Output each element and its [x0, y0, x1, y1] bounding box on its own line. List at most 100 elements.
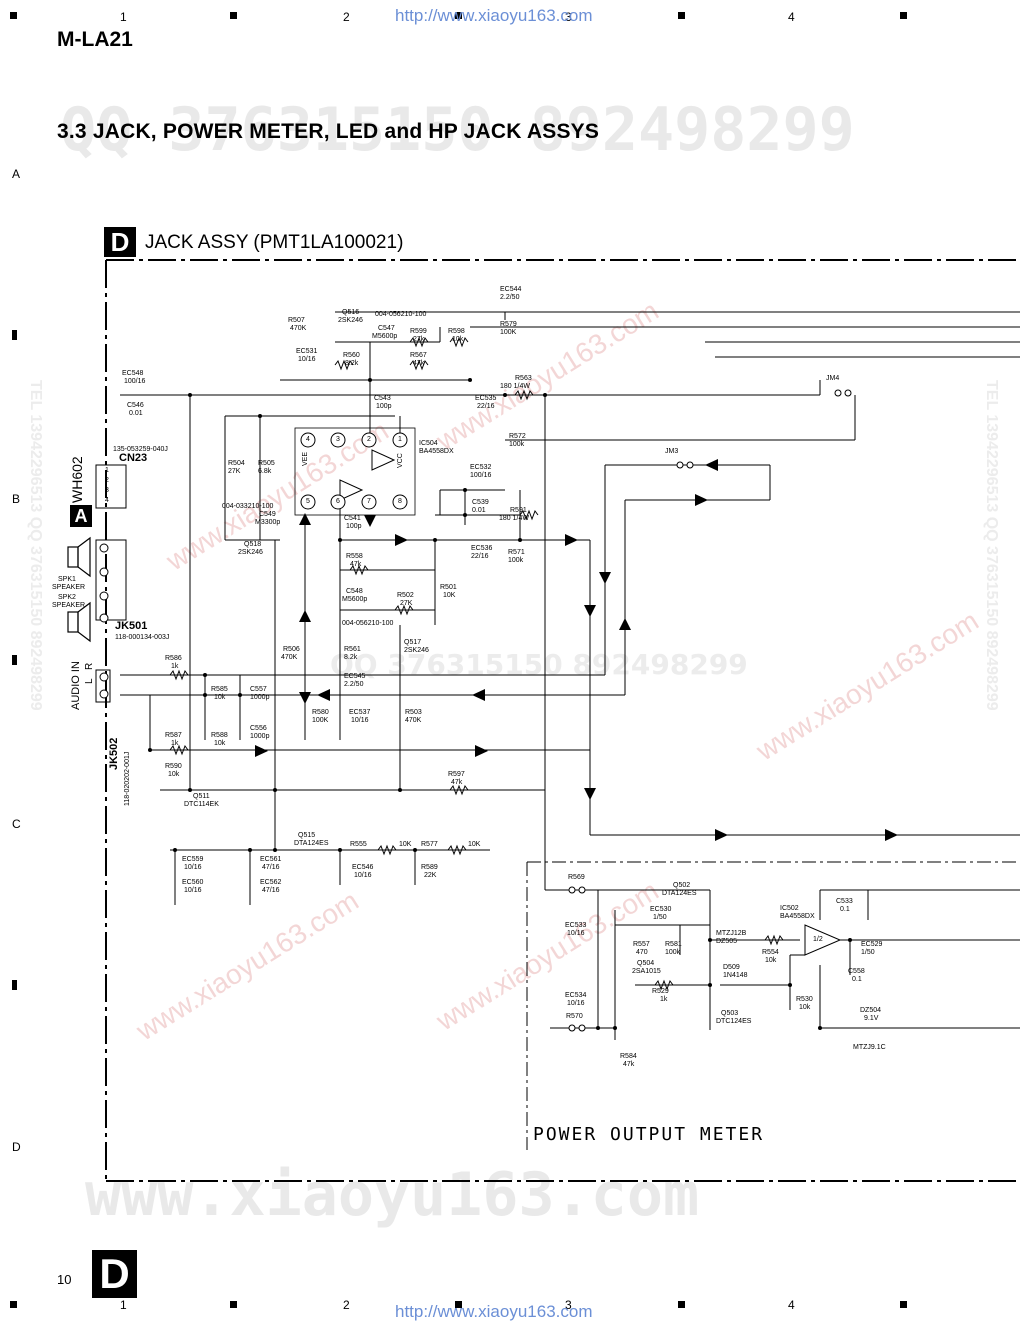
watermark-qq: QQ 376315150 892498299	[60, 95, 855, 165]
ic504-vcc: VCC	[397, 453, 404, 468]
ec545-ref: EC545	[344, 673, 366, 680]
r585-value: 10k	[214, 694, 226, 701]
header-url[interactable]: http://www.xiaoyu163.com	[395, 6, 593, 25]
ic504-pin-6: 6	[336, 498, 340, 505]
r589-ref: R589	[421, 864, 438, 871]
r529-value: 1k	[660, 996, 668, 1003]
registration-marker	[12, 330, 17, 340]
r577-value: 10K	[468, 841, 481, 848]
r581-ref: R581	[665, 941, 682, 948]
ec545-value: 2.2/50	[344, 681, 364, 688]
cn23-pin-1: 1	[105, 467, 109, 474]
cn23-pin-3: 3	[105, 487, 109, 494]
ic504-vee: VEE	[302, 451, 309, 466]
registration-marker	[230, 12, 237, 19]
jm3-label: JM3	[665, 448, 679, 455]
c543-ref: C543	[374, 395, 391, 402]
r555-value: 10K	[399, 841, 412, 848]
registration-marker	[678, 12, 685, 19]
r561-value: 8.2k	[344, 654, 358, 661]
ec531-ref: EC531	[296, 348, 318, 355]
ec529-value: 1/50	[861, 949, 875, 956]
c557-ref: C557	[250, 686, 267, 693]
ec534-ref: EC534	[565, 992, 587, 999]
c548-value: M5600p	[342, 596, 368, 603]
registration-marker	[10, 12, 17, 19]
r591-value: 180 1/4W	[499, 515, 529, 522]
ec560-value: 10/16	[184, 887, 202, 894]
r502-ref: R502	[397, 592, 414, 599]
r590-value: 10k	[168, 771, 180, 778]
jk501-ref: JK501	[115, 620, 148, 632]
ec532-value: 100/16	[470, 472, 492, 479]
r584-ref: R584	[620, 1053, 637, 1060]
r563-ref: R563	[515, 375, 532, 382]
ec534-value: 10/16	[567, 1000, 585, 1007]
r580-ref: R580	[312, 709, 329, 716]
ic504-pin-4: 4	[306, 436, 310, 443]
ec560-ref: EC560	[182, 879, 204, 886]
registration-marker	[455, 1301, 462, 1308]
ec532-ref: EC532	[470, 464, 492, 471]
c549-value: M3300p	[255, 519, 281, 526]
section-badge: D	[104, 227, 136, 257]
c558-value: 0.1	[852, 976, 862, 983]
registration-marker	[900, 1301, 907, 1308]
r557-value: 470	[636, 949, 648, 956]
c556-value: 1000p	[250, 733, 270, 740]
ec559-ref: EC559	[182, 856, 204, 863]
r586-ref: R586	[165, 655, 182, 662]
r558-value: 47k	[350, 561, 362, 568]
r503-value: 470K	[405, 717, 422, 724]
dz504-part: MTZJ9.1C	[853, 1044, 886, 1051]
wh602-part: 135-053259-040J	[113, 446, 168, 453]
r591-ref: R591	[510, 507, 527, 514]
cn23-label: CN23	[119, 452, 148, 464]
audio-in-label: AUDIO IN	[70, 661, 82, 710]
r581-value: 100k	[665, 949, 681, 956]
r598-ref: R598	[448, 328, 465, 335]
audio-in-pin-l: L	[84, 678, 95, 684]
r598-value: 10k	[452, 336, 464, 343]
dz504-ref: DZ504	[860, 1007, 882, 1014]
ic504-pin-8: 8	[398, 498, 402, 505]
q518-ref: Q518	[244, 541, 262, 548]
speaker1-label: SPEAKER	[52, 584, 86, 591]
c543-value: 100p	[376, 403, 392, 410]
r597-ref: R597	[448, 771, 465, 778]
ec562-ref: EC562	[260, 879, 282, 886]
r569-ref: R569	[568, 874, 585, 881]
jk502-part: 118-020202-001J	[124, 751, 131, 806]
ic502-half: 1/2	[813, 936, 823, 943]
column-number-2-bottom: 2	[343, 1298, 350, 1312]
ec548-value: 100/16	[124, 378, 146, 385]
r555-ref: R555	[350, 841, 367, 848]
footer-url[interactable]: http://www.xiaoyu163.com	[395, 1302, 593, 1321]
spk1-label: SPK1	[58, 576, 76, 583]
r507-value: 470K	[290, 325, 307, 332]
r502-value: 27K	[400, 600, 413, 607]
r588-ref: R588	[211, 732, 228, 739]
jk501-part: 118-000134-003J	[115, 634, 170, 641]
q502-part: DTA124ES	[662, 890, 697, 897]
jk502-ref: JK502	[108, 737, 120, 770]
ec544-value: 2.2/50	[500, 294, 520, 301]
c541-value: 100p	[346, 523, 362, 530]
d509-ref: D509	[723, 964, 740, 971]
r597-value: 47k	[451, 779, 463, 786]
r505-value: 6.8k	[258, 468, 272, 475]
ic504-pin-2: 2	[367, 436, 371, 443]
q503-ref: Q503	[721, 1010, 739, 1017]
row-letter-c: C	[12, 817, 21, 831]
ec548-ref: EC548	[122, 370, 144, 377]
r554-ref: R554	[762, 949, 779, 956]
registration-marker	[678, 1301, 685, 1308]
column-number-3: 3	[565, 10, 572, 24]
ec536-value: 22/16	[471, 553, 489, 560]
ic502-part: BA4558DX	[780, 913, 815, 920]
footer-badge: D	[92, 1250, 137, 1298]
registration-marker	[900, 12, 907, 19]
power-output-meter-label: POWER OUTPUT METER	[533, 1124, 764, 1145]
cn23-pin-4: 4	[105, 497, 109, 504]
r589-value: 22K	[424, 872, 437, 879]
